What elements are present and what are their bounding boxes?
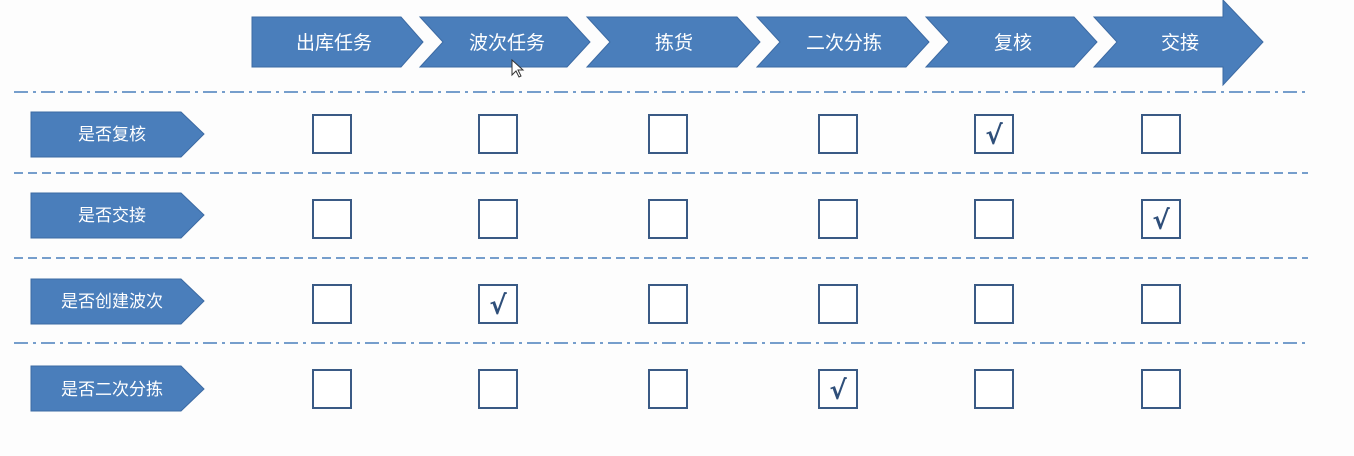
step-arrow-review: 复核 xyxy=(924,16,1098,68)
checkbox-box[interactable] xyxy=(1141,284,1181,324)
checkbox-box[interactable] xyxy=(478,114,518,154)
checkbox-box[interactable] xyxy=(648,284,688,324)
checkbox-box[interactable] xyxy=(478,199,518,239)
check-mark-icon: √ xyxy=(985,121,1003,151)
checkbox[interactable] xyxy=(312,369,352,409)
checkbox-box[interactable] xyxy=(1141,199,1181,239)
row-label-text: 是否创建波次 xyxy=(61,292,163,312)
checkbox[interactable]: √ xyxy=(974,114,1014,154)
checkbox-box[interactable] xyxy=(974,114,1014,154)
row-label-secondary-sorting: 是否二次分拣 xyxy=(30,365,205,412)
checkbox[interactable] xyxy=(478,114,518,154)
checkbox[interactable] xyxy=(1141,284,1181,324)
process-flow: 出库任务 波次任务 拣货 二次分拣 复核 交接 xyxy=(251,0,1264,87)
step-label: 波次任务 xyxy=(469,32,545,54)
checkbox-box[interactable] xyxy=(974,199,1014,239)
step-arrow-handover: 交接 xyxy=(1092,0,1264,87)
checkbox[interactable] xyxy=(974,369,1014,409)
step-label: 出库任务 xyxy=(296,32,372,54)
check-mark-icon: √ xyxy=(1152,206,1170,236)
checkbox-box[interactable] xyxy=(478,369,518,409)
checkbox-box[interactable] xyxy=(1141,369,1181,409)
checkbox-box[interactable] xyxy=(648,199,688,239)
checkbox[interactable] xyxy=(648,114,688,154)
step-label: 复核 xyxy=(994,32,1032,54)
step-label: 交接 xyxy=(1161,32,1199,54)
checkbox[interactable]: √ xyxy=(478,284,518,324)
checkbox[interactable] xyxy=(648,369,688,409)
checkbox-box[interactable] xyxy=(648,369,688,409)
checkbox[interactable] xyxy=(818,114,858,154)
checkbox[interactable] xyxy=(478,369,518,409)
step-arrow-picking: 拣货 xyxy=(585,16,761,68)
step-label: 拣货 xyxy=(655,32,693,54)
row-labels: 是否复核 是否交接 是否创建波次 是否二次分拣 xyxy=(30,111,205,412)
checkbox-box[interactable] xyxy=(818,369,858,409)
step-arrow-wave-task: 波次任务 xyxy=(418,16,591,68)
checkbox[interactable]: √ xyxy=(1141,199,1181,239)
row-dividers xyxy=(14,91,1310,344)
checkbox[interactable] xyxy=(818,199,858,239)
checkbox-box[interactable] xyxy=(818,199,858,239)
checkbox[interactable] xyxy=(648,284,688,324)
checkbox-box[interactable] xyxy=(1141,114,1181,154)
row-label-need-review: 是否复核 xyxy=(30,111,205,158)
step-arrow-outbound-task: 出库任务 xyxy=(251,16,424,68)
step-label: 二次分拣 xyxy=(806,32,882,54)
checkbox[interactable] xyxy=(1141,369,1181,409)
checkbox[interactable] xyxy=(312,199,352,239)
checkbox[interactable] xyxy=(1141,114,1181,154)
mouse-cursor-icon xyxy=(511,58,525,78)
row-label-text: 是否交接 xyxy=(78,206,146,226)
checkbox[interactable] xyxy=(974,284,1014,324)
checkbox[interactable] xyxy=(312,114,352,154)
row-label-text: 是否二次分拣 xyxy=(61,380,163,400)
checkbox-box[interactable] xyxy=(818,284,858,324)
checkbox-box[interactable] xyxy=(648,114,688,154)
checkbox[interactable] xyxy=(974,199,1014,239)
checkbox-box[interactable] xyxy=(312,199,352,239)
checkbox-box[interactable] xyxy=(974,284,1014,324)
checkbox-box[interactable] xyxy=(312,284,352,324)
checkbox-box[interactable] xyxy=(818,114,858,154)
check-mark-icon: √ xyxy=(829,376,847,406)
checkbox-grid: √ √ √ √ xyxy=(312,114,1181,409)
checkbox[interactable] xyxy=(312,284,352,324)
checkbox[interactable] xyxy=(478,199,518,239)
checkbox[interactable] xyxy=(818,284,858,324)
checkbox[interactable]: √ xyxy=(818,369,858,409)
row-label-text: 是否复核 xyxy=(78,125,146,145)
check-mark-icon: √ xyxy=(489,291,507,321)
step-arrow-secondary-sorting: 二次分拣 xyxy=(755,16,930,68)
checkbox-box[interactable] xyxy=(312,369,352,409)
checkbox-box[interactable] xyxy=(478,284,518,324)
checkbox-box[interactable] xyxy=(312,114,352,154)
checkbox-box[interactable] xyxy=(974,369,1014,409)
checkbox[interactable] xyxy=(648,199,688,239)
row-label-create-wave: 是否创建波次 xyxy=(30,278,205,325)
row-label-need-handover: 是否交接 xyxy=(30,192,205,239)
